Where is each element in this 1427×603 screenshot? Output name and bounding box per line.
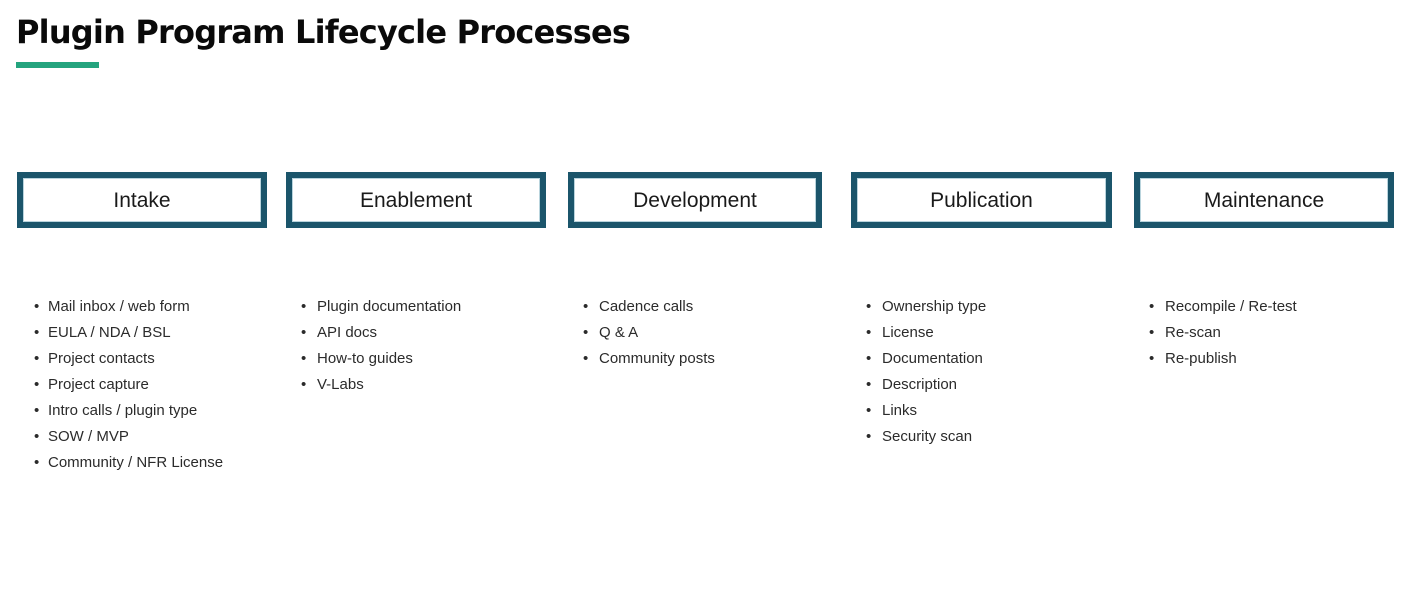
- phase-item-list: • Cadence calls • Q & A • Community posts: [568, 294, 822, 372]
- list-item-label: SOW / MVP: [48, 428, 129, 445]
- list-item-label: Documentation: [882, 350, 983, 367]
- bullet-point-icon: •: [34, 350, 40, 367]
- list-item: • Mail inbox / web form: [17, 294, 267, 320]
- list-item-label: EULA / NDA / BSL: [48, 324, 171, 341]
- list-item-label: License: [882, 324, 934, 341]
- list-item-label: V-Labs: [317, 376, 364, 393]
- phase-header-label: Enablement: [359, 188, 473, 212]
- bullet-point-icon: •: [583, 324, 589, 341]
- list-item-label: Mail inbox / web form: [48, 298, 190, 315]
- list-item-label: Ownership type: [882, 298, 987, 315]
- phase-column-development: Development • Cadence calls • Q & A • Communit…: [568, 172, 851, 372]
- page-title: Plugin Program Lifecycle Processes: [16, 13, 631, 51]
- list-item: • SOW / MVP: [17, 424, 267, 450]
- phase-header-box-maintenance[interactable]: Maintenance: [1134, 172, 1394, 228]
- list-item-label: Re-publish: [1165, 350, 1237, 367]
- list-item-label: Project capture: [48, 376, 149, 393]
- bullet-point-icon: •: [866, 402, 872, 419]
- phase-header-box-enablement[interactable]: Enablement: [286, 172, 546, 228]
- list-item-label: Cadence calls: [599, 298, 694, 315]
- list-item: • Community / NFR License: [17, 450, 267, 476]
- bullet-point-icon: •: [301, 298, 307, 315]
- list-item-label: Plugin documentation: [317, 298, 462, 315]
- phase-column-intake: Intake • Mail inbox / web form • EULA / NDA …: [0, 172, 286, 476]
- bullet-point-icon: •: [866, 376, 872, 393]
- bullet-point-icon: •: [34, 402, 40, 419]
- list-item: • Project capture: [17, 372, 267, 398]
- phase-column-enablement: Enablement • Plugin documentation • API docs…: [286, 172, 568, 398]
- phase-item-list: • Plugin documentation • API docs • How-to gu…: [286, 294, 546, 398]
- list-item: • Recompile / Re-test: [1134, 294, 1394, 320]
- list-item: • Re-publish: [1134, 346, 1394, 372]
- list-item-label: Community / NFR License: [48, 454, 224, 471]
- list-item: • Q & A: [568, 320, 822, 346]
- bullet-point-icon: •: [866, 350, 872, 367]
- bullet-point-icon: •: [866, 324, 872, 341]
- list-item: • API docs: [286, 320, 546, 346]
- phase-header-label: Publication: [930, 188, 1033, 212]
- bullet-point-icon: •: [1149, 350, 1155, 367]
- list-item: • Cadence calls: [568, 294, 822, 320]
- list-item-label: Intro calls / plugin type: [48, 402, 198, 419]
- lifecycle-phase-columns: Intake • Mail inbox / web form • EULA / NDA …: [0, 172, 1427, 476]
- list-item-label: Security scan: [882, 428, 973, 445]
- bullet-point-icon: •: [301, 324, 307, 341]
- bullet-point-icon: •: [34, 298, 40, 315]
- bullet-point-icon: •: [866, 298, 872, 315]
- phase-column-publication: Publication • Ownership type • License • Docum…: [851, 172, 1134, 450]
- phase-header-box-intake[interactable]: Intake: [17, 172, 267, 228]
- list-item-label: Project contacts: [48, 350, 155, 367]
- list-item-label: Re-scan: [1165, 324, 1221, 341]
- list-item-label: How-to guides: [317, 350, 413, 367]
- bullet-point-icon: •: [301, 350, 307, 367]
- list-item: • Links: [851, 398, 1112, 424]
- phase-header-label: Maintenance: [1203, 188, 1325, 212]
- bullet-point-icon: •: [34, 324, 40, 341]
- phase-header-label: Development: [633, 188, 757, 212]
- bullet-point-icon: •: [583, 350, 589, 367]
- list-item: • Re-scan: [1134, 320, 1394, 346]
- list-item-label: Links: [882, 402, 918, 419]
- bullet-point-icon: •: [1149, 298, 1155, 315]
- list-item: • V-Labs: [286, 372, 546, 398]
- bullet-point-icon: •: [866, 428, 872, 445]
- phase-header-box-development[interactable]: Development: [568, 172, 822, 228]
- list-item: • Community posts: [568, 346, 822, 372]
- list-item: • Documentation: [851, 346, 1112, 372]
- list-item-label: Community posts: [599, 350, 715, 367]
- phase-column-maintenance: Maintenance•Recompile / Re-test•Re-scan•…: [1134, 172, 1427, 372]
- phase-item-list: • Recompile / Re-test • Re-scan • Re-publish: [1134, 294, 1394, 372]
- bullet-point-icon: •: [301, 376, 307, 393]
- phase-item-list: •Mail inbox / web form•EULA / NDA / BSL•…: [17, 294, 267, 476]
- list-item: • Intro calls / plugin type: [17, 398, 267, 424]
- list-item-label: Q & A: [599, 324, 639, 341]
- bullet-point-icon: •: [34, 454, 40, 471]
- list-item-label: API docs: [317, 324, 378, 341]
- list-item-label: Recompile / Re-test: [1165, 298, 1297, 315]
- list-item: • EULA / NDA / BSL: [17, 320, 267, 346]
- phase-header-label: Intake: [113, 188, 171, 212]
- bullet-point-icon: •: [34, 376, 40, 393]
- list-item: • Ownership type: [851, 294, 1112, 320]
- list-item-label: Description: [882, 376, 958, 393]
- list-item: • How-to guides: [286, 346, 546, 372]
- list-item: • License: [851, 320, 1112, 346]
- bullet-point-icon: •: [1149, 324, 1155, 341]
- list-item: • Project contacts: [17, 346, 267, 372]
- list-item: • Plugin documentation: [286, 294, 546, 320]
- list-item: • Security scan: [851, 424, 1112, 450]
- list-item: • Description: [851, 372, 1112, 398]
- bullet-point-icon: •: [583, 298, 589, 315]
- phase-header-box-publication[interactable]: Publication: [851, 172, 1112, 228]
- title-block: Plugin Program Lifecycle Processes: [16, 10, 631, 68]
- title-accent-bar: [16, 62, 99, 68]
- phase-item-list: • Ownership type • License • Documentation • De…: [851, 294, 1112, 450]
- bullet-point-icon: •: [34, 428, 40, 445]
